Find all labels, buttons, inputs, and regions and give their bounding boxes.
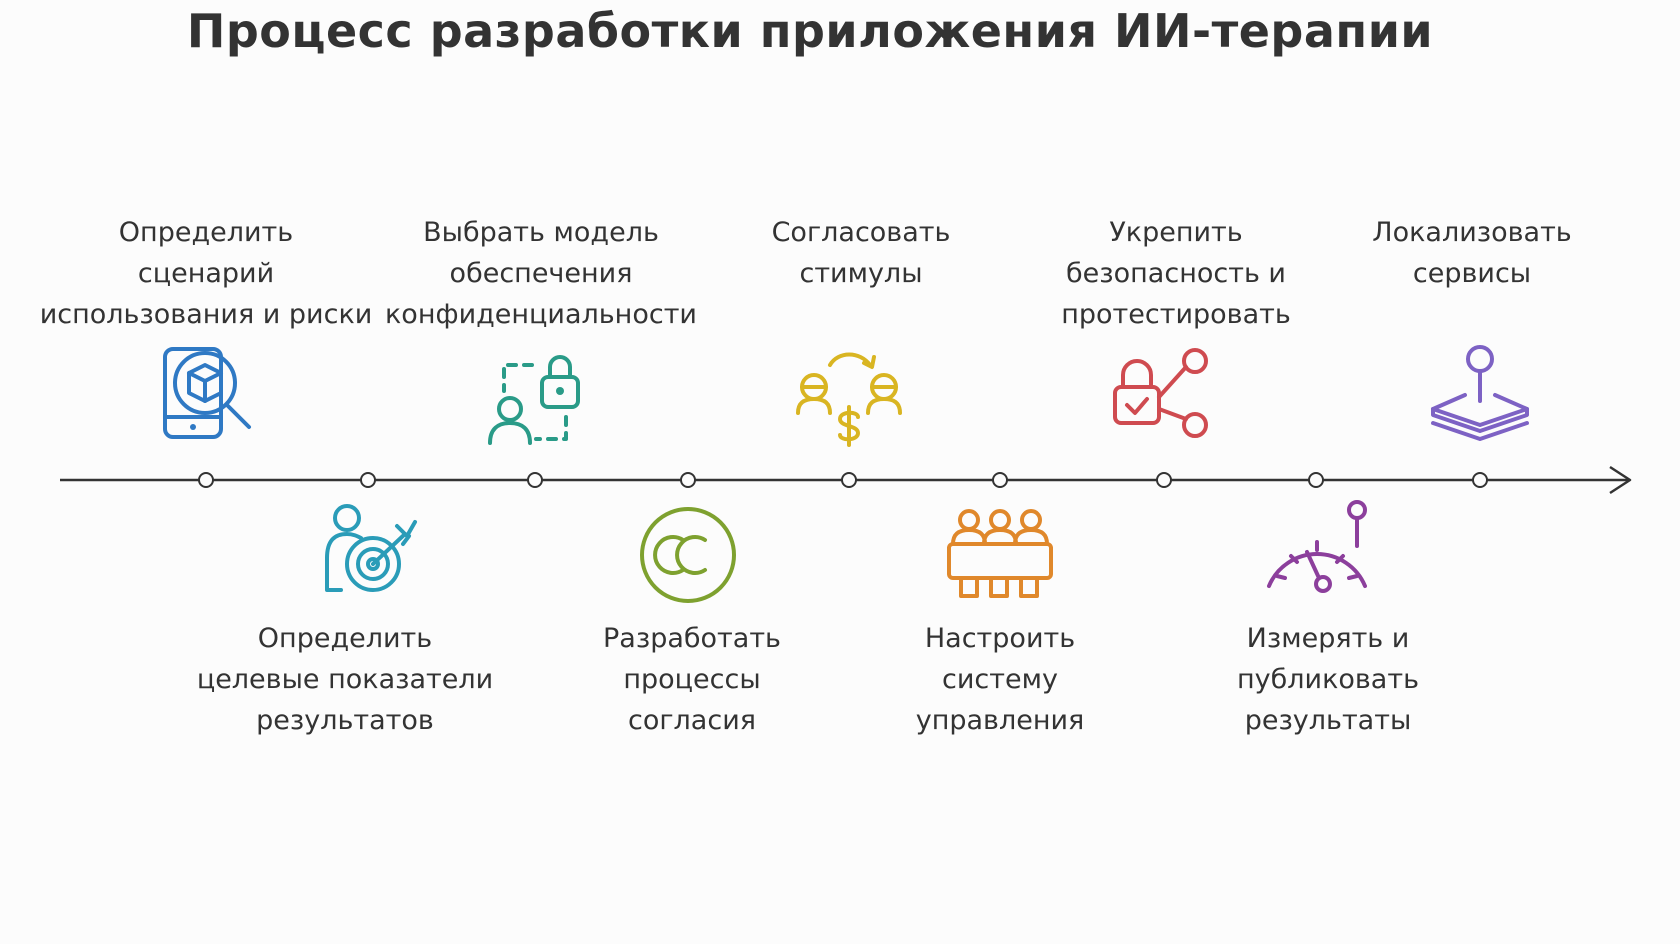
step-label-line: сценарий [137, 258, 275, 289]
speedometer-gauge-icon [1261, 500, 1371, 610]
step-label-line: Измерять и [1246, 623, 1410, 654]
timeline-node [841, 472, 857, 488]
step-label-line: Согласовать [771, 217, 951, 248]
incentives-exchange-icon [794, 343, 904, 453]
step-label: Согласовать стимулы [681, 212, 1041, 294]
step-label-line: Настроить [924, 623, 1076, 654]
step-label-line: управления [915, 705, 1085, 736]
board-meeting-icon [945, 500, 1055, 610]
lock-share-icon [1109, 343, 1219, 453]
tablet-cube-search-icon [151, 343, 261, 453]
timeline-node [198, 472, 214, 488]
step-label-line: Локализовать [1372, 217, 1572, 248]
step-label: Измерять и публиковать результаты [1148, 618, 1508, 741]
timeline-node [1472, 472, 1488, 488]
step-label-line: согласия [628, 705, 756, 736]
step-label: Определить целевые показатели результатов [165, 618, 525, 741]
step-label-line: результаты [1244, 705, 1412, 736]
step-label-line: целевые показатели [196, 664, 494, 695]
step-label: Настроить систему управления [820, 618, 1180, 741]
timeline-node [680, 472, 696, 488]
map-pin-layers-icon [1425, 343, 1535, 453]
timeline-node [992, 472, 1008, 488]
step-label-line: Определить [257, 623, 433, 654]
timeline-node [1308, 472, 1324, 488]
step-label-line: стимулы [799, 258, 923, 289]
page-title: Процесс разработки приложения ИИ-терапии [186, 4, 1434, 58]
step-label-line: Определить [118, 217, 294, 248]
step-label: Выбрать модель обеспечения конфиденциально… [361, 212, 721, 335]
timeline-node [1156, 472, 1172, 488]
creative-commons-icon [633, 500, 743, 610]
step-label-line: систему [942, 664, 1058, 695]
step-label-line: Укрепить [1109, 217, 1243, 248]
step-label: Укрепить безопасность и протестировать [996, 212, 1356, 335]
timeline-node [527, 472, 543, 488]
step-label-line: безопасность и [1066, 258, 1286, 289]
step-label-line: сервисы [1412, 258, 1532, 289]
person-target-icon [313, 500, 423, 610]
step-label-line: конфиденциальности [385, 299, 697, 330]
step-label: Определить сценарий использования и риски [26, 212, 386, 335]
step-label-line: использования и риски [39, 299, 373, 330]
step-label-line: обеспечения [449, 258, 633, 289]
step-label-line: публиковать [1236, 664, 1419, 695]
step-label-line: процессы [623, 664, 761, 695]
timeline-node [360, 472, 376, 488]
step-label: Разработать процессы согласия [512, 618, 872, 741]
step-label-line: результатов [256, 705, 434, 736]
step-label-line: Выбрать модель [423, 217, 659, 248]
step-label-line: Разработать [603, 623, 781, 654]
step-label: Локализовать сервисы [1292, 212, 1652, 294]
user-lock-icon [480, 343, 590, 453]
step-label-line: протестировать [1061, 299, 1291, 330]
